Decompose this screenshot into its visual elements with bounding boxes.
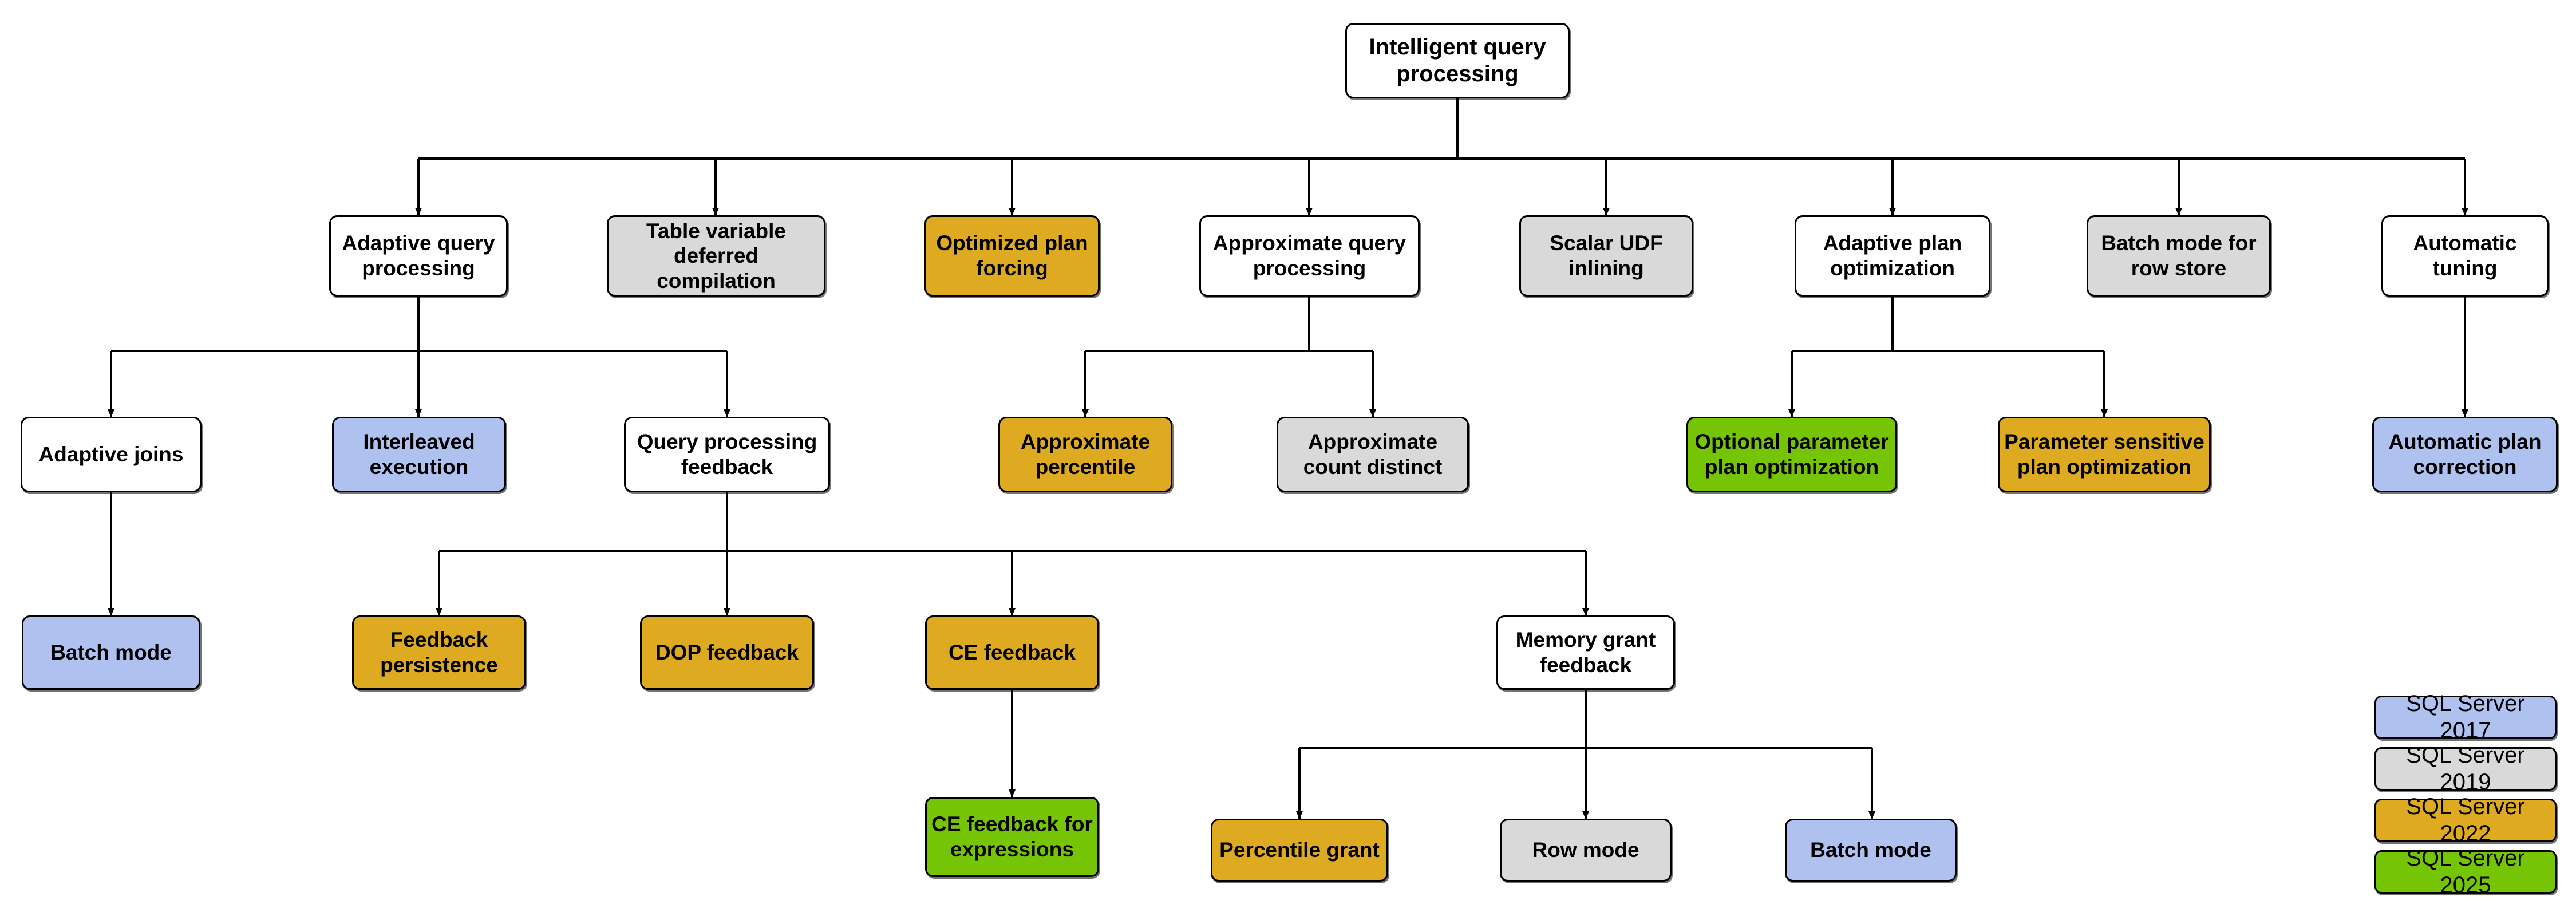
node-approximate-percentile[interactable]: Approximate percentile bbox=[998, 417, 1172, 492]
node-feedback-persistence[interactable]: Feedback persistence bbox=[352, 615, 526, 690]
node-memory-grant-feedback[interactable]: Memory grant feedback bbox=[1496, 615, 1675, 690]
node-ce-feedback-for-expressions[interactable]: CE feedback for expressions bbox=[925, 797, 1099, 877]
node-dop-feedback[interactable]: DOP feedback bbox=[640, 615, 814, 690]
node-automatic-tuning[interactable]: Automatic tuning bbox=[2381, 215, 2549, 297]
node-adaptive-query-processing[interactable]: Adaptive query processing bbox=[329, 215, 508, 297]
node-batch-mode-memory-grant[interactable]: Batch mode bbox=[1785, 819, 1957, 882]
node-approximate-query-processing[interactable]: Approximate query processing bbox=[1199, 215, 1420, 297]
node-batch-mode-adaptive-joins[interactable]: Batch mode bbox=[22, 615, 200, 690]
legend-item-sql-server-2025: SQL Server 2025 bbox=[2374, 846, 2557, 898]
node-row-mode[interactable]: Row mode bbox=[1500, 819, 1672, 882]
legend: SQL Server 2017 SQL Server 2019 SQL Serv… bbox=[2374, 691, 2558, 907]
legend-item-sql-server-2017: SQL Server 2017 bbox=[2374, 691, 2557, 743]
node-ce-feedback[interactable]: CE feedback bbox=[925, 615, 1099, 690]
legend-item-sql-server-2019: SQL Server 2019 bbox=[2374, 743, 2557, 795]
node-approximate-count-distinct[interactable]: Approximate count distinct bbox=[1277, 417, 1469, 492]
node-scalar-udf-inlining[interactable]: Scalar UDF inlining bbox=[1519, 215, 1693, 297]
node-interleaved-execution[interactable]: Interleaved execution bbox=[332, 417, 506, 492]
node-table-variable-deferred-compilation[interactable]: Table variable deferred compilation bbox=[607, 215, 825, 297]
node-adaptive-joins[interactable]: Adaptive joins bbox=[21, 417, 202, 492]
node-optional-parameter-plan-optimization[interactable]: Optional parameter plan optimization bbox=[1686, 417, 1897, 492]
node-adaptive-plan-optimization[interactable]: Adaptive plan optimization bbox=[1795, 215, 1990, 297]
node-percentile-grant[interactable]: Percentile grant bbox=[1211, 819, 1388, 882]
node-automatic-plan-correction[interactable]: Automatic plan correction bbox=[2372, 417, 2558, 492]
node-query-processing-feedback[interactable]: Query processing feedback bbox=[624, 417, 830, 492]
node-batch-mode-for-row-store[interactable]: Batch mode for row store bbox=[2087, 215, 2271, 297]
node-intelligent-query-processing[interactable]: Intelligent query processing bbox=[1345, 23, 1570, 98]
legend-item-sql-server-2022: SQL Server 2022 bbox=[2374, 794, 2557, 846]
node-parameter-sensitive-plan-optimization[interactable]: Parameter sensitive plan optimization bbox=[1998, 417, 2211, 492]
node-optimized-plan-forcing[interactable]: Optimized plan forcing bbox=[924, 215, 1100, 297]
